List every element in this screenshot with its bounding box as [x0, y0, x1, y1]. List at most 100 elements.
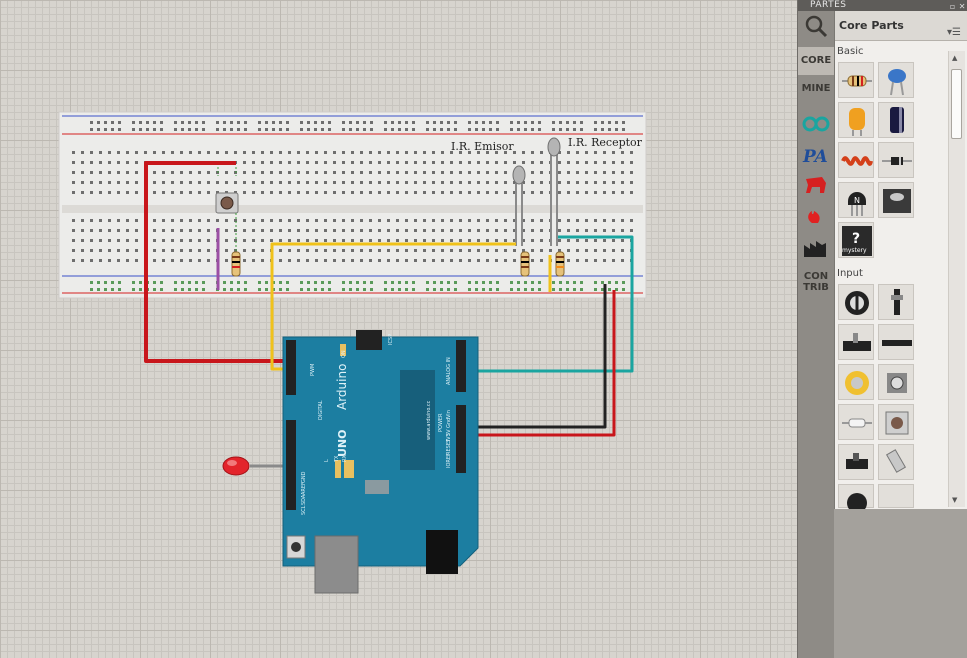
ir-receiver-led[interactable] — [547, 137, 561, 246]
breadboard-canvas[interactable]: I.R. Emisor I.R. Receptor — [0, 0, 797, 658]
svg-text:N: N — [854, 196, 860, 205]
icsp-header — [356, 330, 382, 350]
arduino-brand: Arduino — [335, 364, 349, 410]
wire-yellow-signal — [270, 242, 516, 371]
part-toggle-switch[interactable] — [838, 444, 874, 480]
part-trimmer[interactable] — [838, 324, 874, 360]
part-microphone[interactable] — [838, 484, 874, 509]
trimmer-icon — [843, 333, 871, 351]
svg-text:?: ? — [852, 231, 860, 247]
parts-bin-lower-area — [834, 509, 967, 658]
part-sensor[interactable] — [878, 484, 914, 508]
part-ceramic-capacitor[interactable] — [878, 62, 914, 98]
part-mystery[interactable]: ? mystery — [838, 222, 874, 258]
part-potentiometer[interactable] — [838, 284, 874, 320]
electrolytic-capacitor-icon — [890, 107, 904, 133]
arduino-uno-board[interactable]: Arduino UNO www.arduino.cc DIGITAL ANALO… — [282, 330, 479, 594]
3v3-label: 3V3 — [446, 433, 452, 443]
tab-mine[interactable]: MINE — [801, 83, 831, 94]
part-resistor[interactable] — [838, 62, 874, 98]
toggle-switch-icon — [846, 453, 868, 469]
part-tantalum-capacitor[interactable] — [838, 102, 874, 138]
part-fet[interactable] — [878, 182, 914, 218]
part-diode[interactable] — [878, 142, 914, 178]
window-buttons[interactable]: ▫ ✕ — [949, 2, 966, 11]
mystery-label: mystery — [842, 247, 867, 254]
vin-label: Vin — [446, 410, 452, 418]
wires[interactable] — [144, 161, 634, 468]
power-jack — [426, 530, 458, 574]
pa-logo-icon: PA — [802, 147, 828, 167]
sparkfun-bin-tab[interactable] — [798, 203, 834, 225]
tilt-switch-icon — [885, 449, 907, 473]
part-rotary-encoder[interactable] — [878, 364, 914, 400]
rotary-knob-icon — [845, 371, 869, 395]
scroll-thumb[interactable] — [951, 69, 962, 139]
power-label: POWER — [438, 413, 444, 432]
gnd2-label: Gnd — [446, 418, 452, 428]
resistor-button[interactable] — [231, 213, 241, 277]
svg-text:PA: PA — [802, 147, 828, 166]
parts-bin-title: PARTES — [810, 0, 847, 10]
header-analog[interactable] — [456, 340, 466, 392]
header-digital-high[interactable] — [286, 340, 296, 395]
arduino-website: www.arduino.cc — [426, 400, 432, 440]
parts-bin-header: Core Parts ▾☰ — [835, 11, 967, 41]
search-icon — [805, 15, 828, 38]
analog-label: ANALOG IN — [446, 357, 452, 385]
mystery-part-icon: ? — [842, 226, 872, 256]
factory-logo-icon — [804, 241, 826, 257]
arduino-logo-icon — [802, 116, 830, 132]
header-power[interactable] — [456, 405, 466, 473]
arduino-bin-tab[interactable] — [798, 115, 834, 133]
tab-contrib[interactable]: CON TRIB — [803, 271, 829, 293]
seeed-bin-tab[interactable] — [798, 173, 834, 195]
usb-port — [314, 535, 359, 594]
microcontroller-chip — [400, 370, 435, 470]
part-transistor[interactable]: N — [838, 182, 874, 218]
arduino-model: UNO — [336, 430, 349, 458]
gnd-label: GND — [301, 471, 307, 483]
scroll-up-icon[interactable]: ▲ — [952, 54, 958, 62]
resistor-ir-receiver[interactable] — [555, 251, 565, 277]
tantalum-capacitor-icon — [849, 108, 865, 136]
part-rotary-pot[interactable] — [838, 364, 874, 400]
parts-bin-scrollbar[interactable]: ▲ ▼ — [948, 51, 965, 507]
section-basic-label: Basic — [837, 46, 864, 57]
part-pushbutton[interactable] — [878, 404, 914, 440]
encoder-icon — [887, 373, 907, 393]
part-keypad[interactable] — [878, 324, 914, 360]
part-tilt-switch[interactable] — [878, 444, 914, 480]
ir-emitter-led[interactable] — [512, 165, 526, 246]
bin-menu-icon[interactable]: ▾☰ — [947, 27, 961, 38]
digital-label: DIGITAL — [318, 400, 324, 420]
parts-bin: PARTES ▫ ✕ CORE MINE PA — [797, 0, 967, 658]
resistor-ir-emitter[interactable] — [520, 251, 530, 277]
bin-title: Core Parts — [839, 19, 904, 32]
sda-label: SDA — [301, 494, 307, 505]
part-electrolytic-capacitor[interactable] — [878, 102, 914, 138]
tab-core[interactable]: CORE — [798, 47, 834, 75]
part-inductor[interactable] — [838, 142, 874, 178]
ir-receiver-label: I.R. Receptor — [568, 136, 643, 149]
snootlab-bin-tab[interactable] — [798, 237, 834, 259]
wire-red-power — [462, 290, 616, 437]
ioref-label: IOREF — [446, 453, 452, 468]
part-reed-switch[interactable] — [838, 404, 874, 440]
microphone-icon — [847, 493, 867, 509]
header-digital-low[interactable] — [286, 420, 296, 510]
potentiometer-icon — [845, 291, 869, 315]
scroll-down-icon[interactable]: ▼ — [952, 496, 958, 504]
pushbutton[interactable] — [215, 167, 239, 214]
parts-bin-titlebar[interactable]: PARTES ▫ ✕ — [798, 0, 967, 11]
circuit-view[interactable]: I.R. Emisor I.R. Receptor — [0, 0, 797, 658]
slide-pot-icon — [891, 289, 903, 315]
inductor-icon — [841, 156, 873, 166]
pa-bin-tab[interactable]: PA — [798, 144, 834, 167]
red-led[interactable] — [222, 456, 250, 476]
diode-icon — [882, 157, 912, 165]
header-strip-icon — [882, 340, 912, 346]
search-tab[interactable] — [798, 11, 834, 41]
rx-label: RX — [342, 455, 348, 462]
part-slide-potentiometer[interactable] — [878, 284, 914, 320]
